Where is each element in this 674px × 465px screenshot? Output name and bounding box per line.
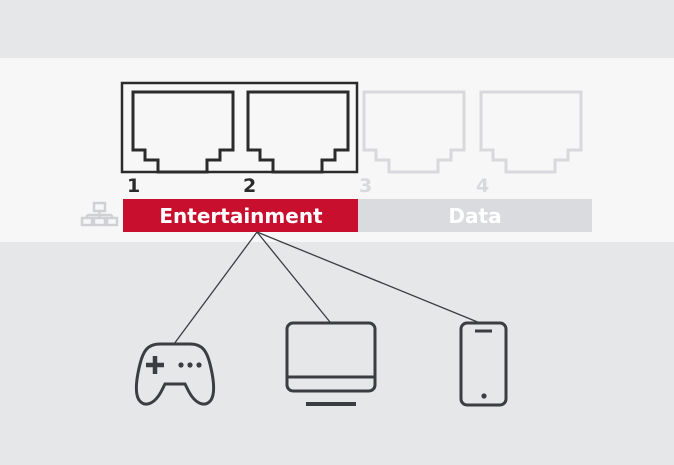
connector-lines xyxy=(173,231,481,345)
port-2: 2 xyxy=(243,90,350,197)
port-1-number: 1 xyxy=(127,175,140,197)
monitor-icon xyxy=(285,321,377,406)
active-ports-housing xyxy=(120,81,359,174)
connector-line-phone xyxy=(256,231,481,324)
port-1-jack xyxy=(131,90,235,174)
data-label: Data xyxy=(448,204,501,228)
port-2-jack xyxy=(246,90,350,174)
game-controller-icon xyxy=(134,342,216,406)
port-4-jack xyxy=(479,90,583,174)
connector-line-monitor xyxy=(256,231,331,323)
data-bar xyxy=(358,199,592,232)
port-1: 1 xyxy=(127,90,235,197)
port-4: 4 xyxy=(476,90,583,197)
entertainment-label: Entertainment xyxy=(159,204,323,228)
port-3-number: 3 xyxy=(359,175,372,197)
port-4-number: 4 xyxy=(476,175,489,197)
smartphone-icon xyxy=(459,321,508,407)
port-3: 3 xyxy=(359,90,466,197)
entertainment-bar xyxy=(123,199,358,232)
port-3-jack xyxy=(362,90,466,174)
network-icon xyxy=(80,201,119,227)
connector-line-controller xyxy=(173,231,258,345)
port-2-number: 2 xyxy=(243,175,256,197)
